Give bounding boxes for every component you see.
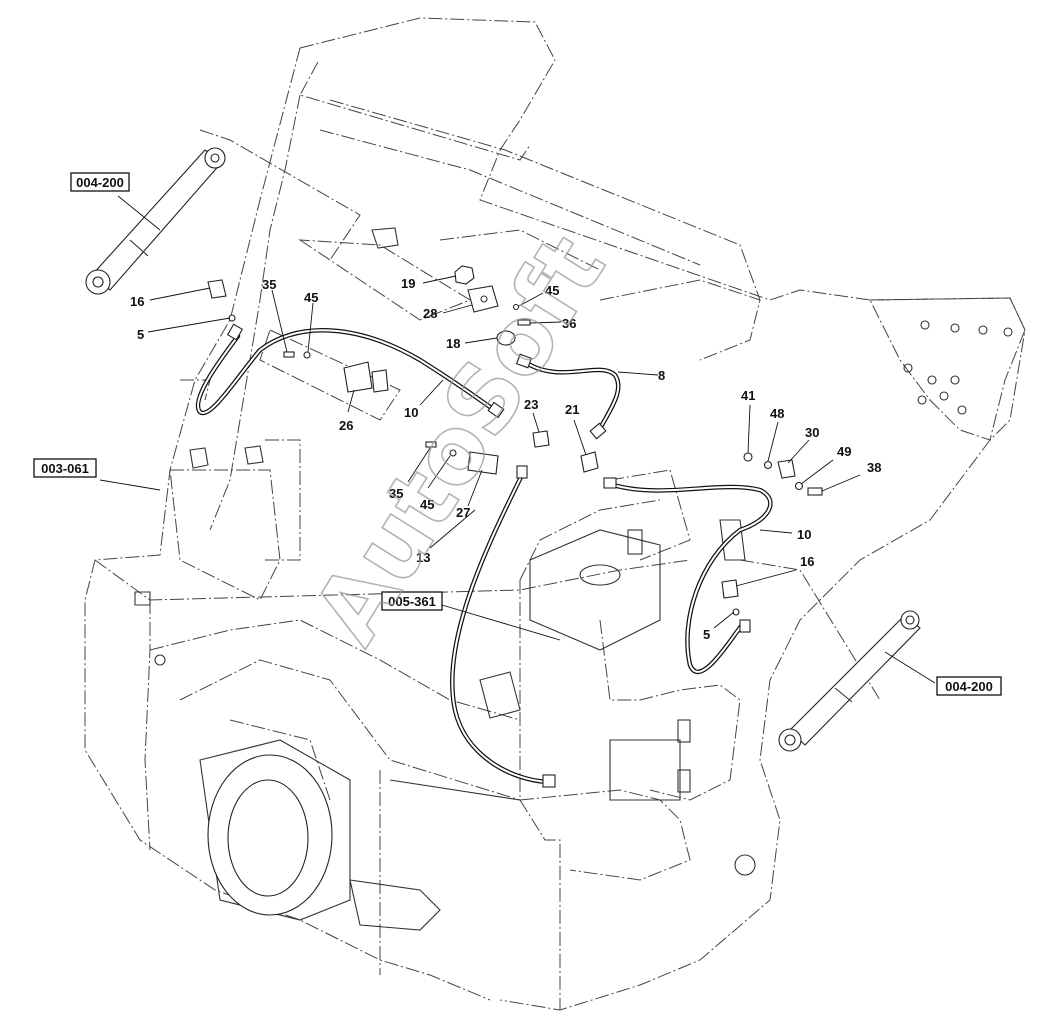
fittings [207, 265, 823, 788]
callout-10-left: 10 [404, 405, 418, 420]
valve-block [529, 529, 691, 801]
callout-16-right: 16 [800, 554, 814, 569]
callout-35-mid: 35 [389, 486, 403, 501]
ref-box-005-361-label: 005-361 [388, 594, 436, 609]
ref-box-004-200-right[interactable]: 004-200 [936, 676, 1002, 696]
ref-box-004-200-left[interactable]: 004-200 [70, 172, 130, 192]
watermark-text: AutoSoft [293, 217, 626, 662]
ref-box-004-200-left-label: 004-200 [76, 175, 124, 190]
hose-10-right [607, 481, 773, 675]
ref-box-004-200-right-label: 004-200 [945, 679, 993, 694]
callout-45-top: 45 [545, 283, 559, 298]
callout-35-left: 35 [262, 277, 276, 292]
right-lift-cylinder [778, 610, 921, 752]
callout-18: 18 [446, 336, 460, 351]
callout-16-left: 16 [130, 294, 144, 309]
callout-49: 49 [837, 444, 851, 459]
callout-8: 8 [658, 368, 665, 383]
right-side-plate [734, 320, 1013, 876]
callout-48: 48 [770, 406, 784, 421]
leader-lines [99, 195, 936, 684]
callout-36: 36 [562, 316, 576, 331]
callout-30: 30 [805, 425, 819, 440]
hose-13 [450, 472, 551, 785]
callout-5-left: 5 [137, 327, 144, 342]
ref-box-005-361[interactable]: 005-361 [381, 591, 443, 611]
callout-5-right: 5 [703, 627, 710, 642]
axle-housing [199, 739, 521, 931]
callout-21: 21 [565, 402, 579, 417]
callout-27: 27 [456, 505, 470, 520]
hose-8 [522, 359, 621, 435]
callout-45-mid: 45 [420, 497, 434, 512]
ref-box-003-061-label: 003-061 [41, 461, 89, 476]
callout-19: 19 [401, 276, 415, 291]
callout-41: 41 [741, 388, 755, 403]
ref-box-003-061[interactable]: 003-061 [33, 458, 97, 478]
callout-26: 26 [339, 418, 353, 433]
callout-23: 23 [524, 397, 538, 412]
hose-10-left [195, 328, 500, 416]
callout-10-right: 10 [797, 527, 811, 542]
callout-45-left: 45 [304, 290, 318, 305]
callout-38: 38 [867, 460, 881, 475]
callout-labels: 16 5 35 45 26 10 19 28 18 45 36 8 23 21 … [130, 276, 881, 642]
callout-28: 28 [423, 306, 437, 321]
left-lift-cylinder [85, 147, 226, 295]
callout-13: 13 [416, 550, 430, 565]
